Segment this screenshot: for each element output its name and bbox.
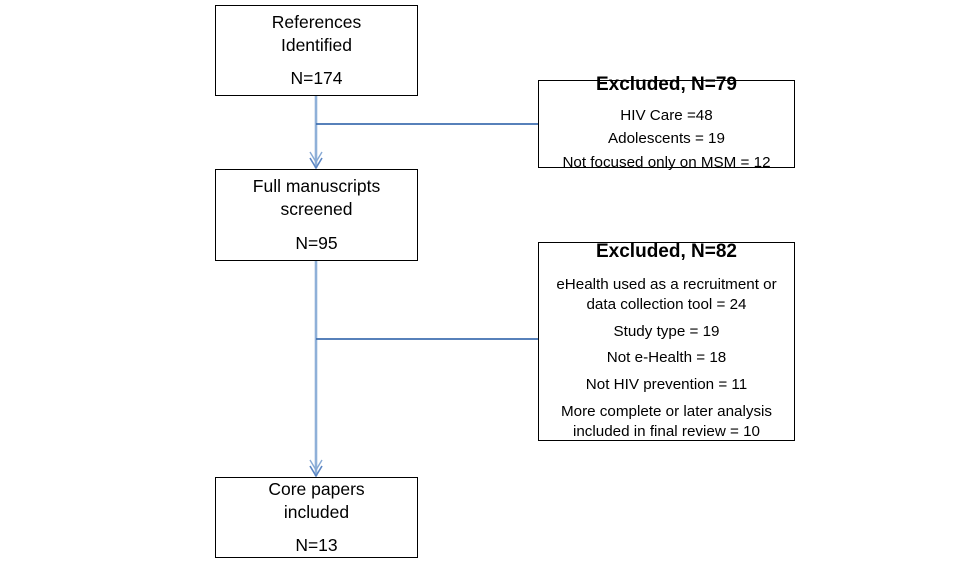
excluded-reason: Study type = 19 [613,322,720,340]
excluded-title: Excluded, N=82 [596,240,737,262]
node-count: N=95 [295,232,338,253]
excluded-reason: Not focused only on MSM = 12 [562,154,771,172]
node-line-2: Identified [280,34,353,55]
excluded-title: Excluded, N=79 [596,74,737,96]
node-line-2: included [283,501,350,522]
node-line-1: Core papers [268,478,365,499]
node-count: N=174 [290,68,343,89]
node-references-identified[interactable]: References Identified N=174 [215,5,418,96]
connector-references-to-manuscripts [309,96,323,170]
node-excluded-82[interactable]: Excluded, N=82 eHealth used as a recruit… [538,240,795,441]
excluded-reason: Adolescents = 19 [608,130,725,148]
excluded-reason: eHealth used as a recruitment or data co… [556,276,777,313]
node-line-2: screened [280,199,353,220]
excluded-reason: More complete or later analysis included… [560,402,773,440]
connector-manuscripts-to-core [309,260,323,478]
excluded-reason: HIV Care =48 [620,106,713,124]
excluded-reason: Not HIV prevention = 11 [585,376,748,394]
node-excluded-79[interactable]: Excluded, N=79 HIV Care =48 Adolescents … [538,74,795,171]
node-line-1: Full manuscripts [252,176,381,197]
node-full-manuscripts-screened[interactable]: Full manuscripts screened N=95 [215,169,418,261]
node-count: N=13 [295,535,338,556]
excluded-reason: Not e-Health = 18 [606,349,727,367]
node-core-papers-included[interactable]: Core papers included N=13 [215,477,418,558]
node-line-1: References [271,11,362,32]
